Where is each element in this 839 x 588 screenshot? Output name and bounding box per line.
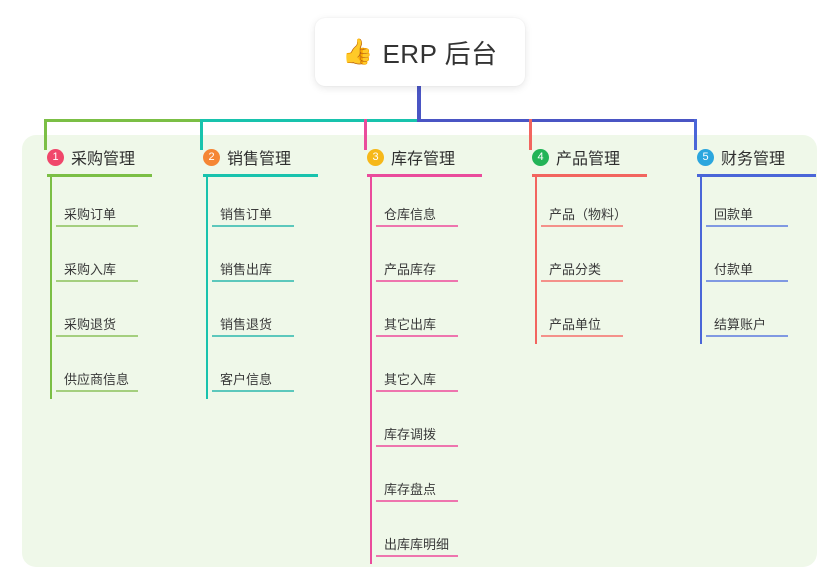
column-采购管理: 1 采购管理采购订单采购入库采购退货供应商信息 — [41, 144, 152, 399]
menu-item-rule — [376, 390, 458, 392]
column-header[interactable]: 1 采购管理 — [41, 144, 152, 177]
column-header-rule — [697, 174, 816, 177]
menu-item-rule — [56, 335, 138, 337]
menu-item-rule — [376, 225, 458, 227]
menu-item-label: 客户信息 — [220, 372, 273, 387]
column-index-badge: 5 — [697, 148, 714, 166]
column-库存管理: 3 库存管理仓库信息产品库存其它出库其它入库库存调拨库存盘点出库库明细 — [361, 144, 482, 564]
menu-item-rule — [541, 225, 623, 227]
menu-item-rule — [706, 225, 788, 227]
column-header-rule — [203, 174, 318, 177]
menu-item-rule — [541, 335, 623, 337]
column-header-rule — [367, 174, 482, 177]
menu-item-rule — [56, 225, 138, 227]
column-title: 财务管理 — [721, 151, 786, 168]
menu-item-label: 产品分类 — [549, 262, 602, 277]
menu-item-rule — [212, 335, 294, 337]
menu-item-rule — [541, 280, 623, 282]
root-node[interactable]: 👍 ERP 后台 — [315, 18, 525, 86]
menu-item-label: 销售出库 — [220, 262, 273, 277]
menu-item-label: 其它出库 — [384, 317, 437, 332]
menu-item-label: 产品库存 — [384, 262, 437, 277]
menu-item-label: 销售退货 — [220, 317, 273, 332]
column-header-rule — [47, 174, 152, 177]
column-index-badge: 3 — [367, 148, 384, 166]
menu-item-label: 库存调拨 — [384, 427, 437, 442]
menu-item-rule — [706, 280, 788, 282]
menu-item-label: 付款单 — [714, 262, 754, 277]
menu-item-label: 采购入库 — [64, 262, 117, 277]
column-spine — [206, 177, 208, 399]
connector-drop-2 — [200, 119, 203, 150]
column-销售管理: 2 销售管理销售订单销售出库销售退货客户信息 — [197, 144, 318, 399]
menu-item-label: 采购订单 — [64, 207, 117, 222]
column-index-badge: 4 — [532, 148, 549, 166]
column-header-rule — [532, 174, 647, 177]
column-index-badge: 1 — [47, 148, 64, 166]
menu-item-rule — [376, 280, 458, 282]
connector-drop-1 — [44, 119, 47, 150]
menu-item-label: 库存盘点 — [384, 482, 437, 497]
column-title: 采购管理 — [71, 151, 136, 168]
column-spine — [50, 177, 52, 399]
column-title: 库存管理 — [391, 151, 456, 168]
menu-item-rule — [376, 500, 458, 502]
column-title: 销售管理 — [227, 151, 292, 168]
connector-drop-3 — [364, 119, 367, 150]
menu-item-rule — [376, 335, 458, 337]
menu-item-rule — [376, 445, 458, 447]
menu-item-rule — [212, 280, 294, 282]
menu-item-rule — [376, 555, 458, 557]
menu-item-label: 结算账户 — [714, 317, 767, 332]
root-title: ERP 后台 — [382, 38, 498, 69]
menu-item-label: 其它入库 — [384, 372, 437, 387]
menu-item-label: 出库库明细 — [384, 537, 450, 552]
column-header[interactable]: 3 库存管理 — [361, 144, 482, 177]
menu-item-label: 回款单 — [714, 207, 754, 222]
connector-bus-teal — [200, 119, 421, 122]
column-header[interactable]: 2 销售管理 — [197, 144, 318, 177]
menu-item-label: 采购退货 — [64, 317, 117, 332]
thumbs-up-icon: 👍 — [342, 37, 374, 66]
column-产品管理: 4 产品管理产品（物料） 产品分类产品单位 — [526, 144, 647, 344]
connector-drop-4 — [529, 119, 532, 150]
column-spine — [535, 177, 537, 344]
connector-bus-green — [44, 119, 203, 122]
menu-item-label: 销售订单 — [220, 207, 273, 222]
menu-item-rule — [706, 335, 788, 337]
column-spine — [700, 177, 702, 344]
connector-trunk — [417, 84, 421, 122]
menu-item-label: 仓库信息 — [384, 207, 437, 222]
connector-drop-5 — [694, 119, 697, 150]
menu-item-label: 产品（物料） — [549, 207, 628, 222]
menu-item-rule — [56, 280, 138, 282]
columns-panel — [22, 135, 817, 567]
column-财务管理: 5 财务管理回款单付款单结算账户 — [691, 144, 816, 344]
column-header[interactable]: 5 财务管理 — [691, 144, 816, 177]
menu-item-rule — [56, 390, 138, 392]
menu-item-rule — [212, 390, 294, 392]
column-title: 产品管理 — [556, 151, 621, 168]
connector-bus-blue — [417, 119, 697, 122]
column-header[interactable]: 4 产品管理 — [526, 144, 647, 177]
menu-item-label: 供应商信息 — [64, 372, 130, 387]
menu-item-label: 产品单位 — [549, 317, 602, 332]
column-spine — [370, 177, 372, 564]
menu-item-rule — [212, 225, 294, 227]
column-index-badge: 2 — [203, 148, 220, 166]
